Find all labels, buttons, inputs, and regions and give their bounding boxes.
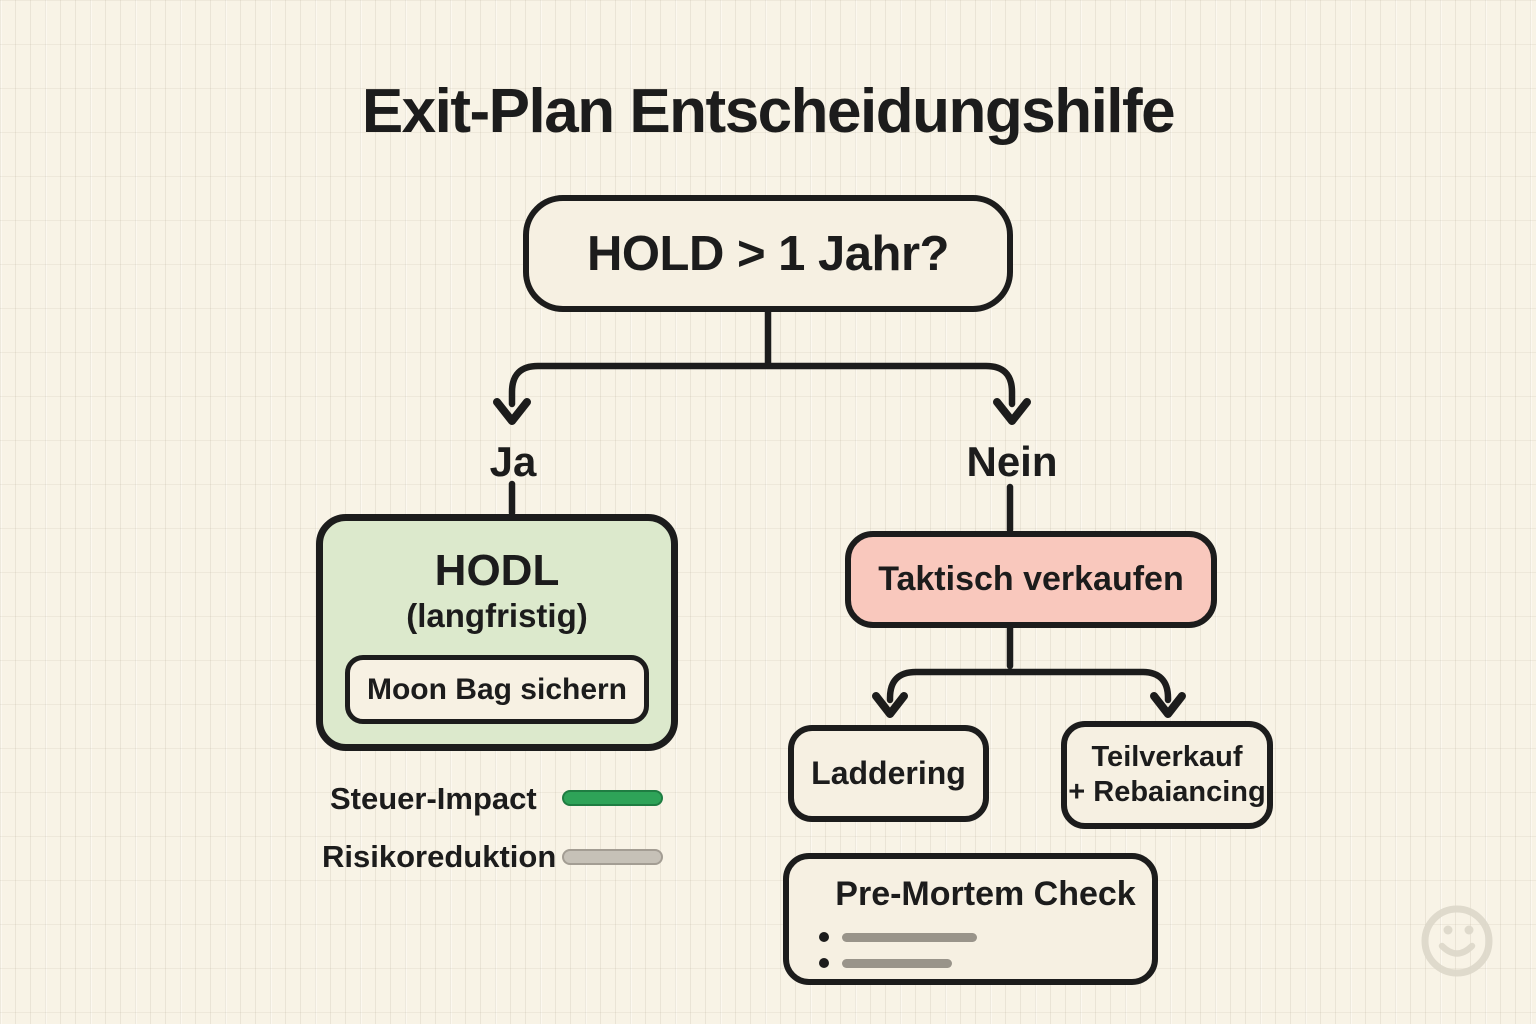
premortem-bullet-row xyxy=(819,932,977,942)
outcome-node-hodl: HODL (langfristig) Moon Bag sichern xyxy=(316,514,678,751)
bullet-dot-icon xyxy=(819,932,829,942)
legend-swatch-steuer-impact xyxy=(562,790,663,806)
decision-node-hold: HOLD > 1 Jahr? xyxy=(523,195,1013,312)
rebalancing-node-line1: Teilverkauf xyxy=(1091,741,1243,774)
branch-label-nein: Nein xyxy=(966,438,1058,485)
rebalancing-node-line2: + Rebaiancing xyxy=(1068,776,1266,808)
tactical-node-label: Taktisch verkaufen xyxy=(878,560,1184,598)
bullet-dot-icon xyxy=(819,958,829,968)
branch-label-ja: Ja xyxy=(489,438,537,485)
moon-bag-badge-label: Moon Bag sichern xyxy=(366,672,628,706)
premortem-node: Pre-Mortem Check xyxy=(783,853,1158,985)
moon-bag-badge: Moon Bag sichern xyxy=(345,655,649,724)
page-title: Exit-Plan Entscheidungshilfe xyxy=(361,77,1176,146)
premortem-bullet-row xyxy=(819,958,952,968)
legend-label-steuer-impact: Steuer-Impact xyxy=(330,781,537,816)
laddering-node-label: Laddering xyxy=(811,755,966,791)
legend-swatch-risikoreduktion xyxy=(562,849,663,865)
decision-node-hold-label: HOLD > 1 Jahr? xyxy=(587,226,949,281)
arrowhead-ja-icon xyxy=(493,398,531,425)
hodl-subtitle: (langfristig) xyxy=(406,597,588,634)
placeholder-bar xyxy=(842,958,952,968)
connector-tactical-fork xyxy=(886,668,1172,704)
strategy-node-rebalancing: Teilverkauf + Rebaiancing xyxy=(1061,721,1273,829)
premortem-title: Pre-Mortem Check xyxy=(835,875,1136,913)
legend-label-risikoreduktion: Risikoreduktion xyxy=(322,839,557,874)
arrowhead-nein-icon xyxy=(993,398,1031,425)
strategy-node-laddering: Laddering xyxy=(788,725,989,822)
placeholder-bar xyxy=(842,932,977,942)
smiley-face-watermark-icon xyxy=(1421,905,1493,977)
hodl-title: HODL xyxy=(434,546,560,595)
connector-root-fork xyxy=(508,362,1016,408)
arrowhead-rebalancing-icon xyxy=(1150,692,1186,718)
outcome-node-tactical: Taktisch verkaufen xyxy=(845,531,1217,628)
arrowhead-laddering-icon xyxy=(872,692,908,718)
